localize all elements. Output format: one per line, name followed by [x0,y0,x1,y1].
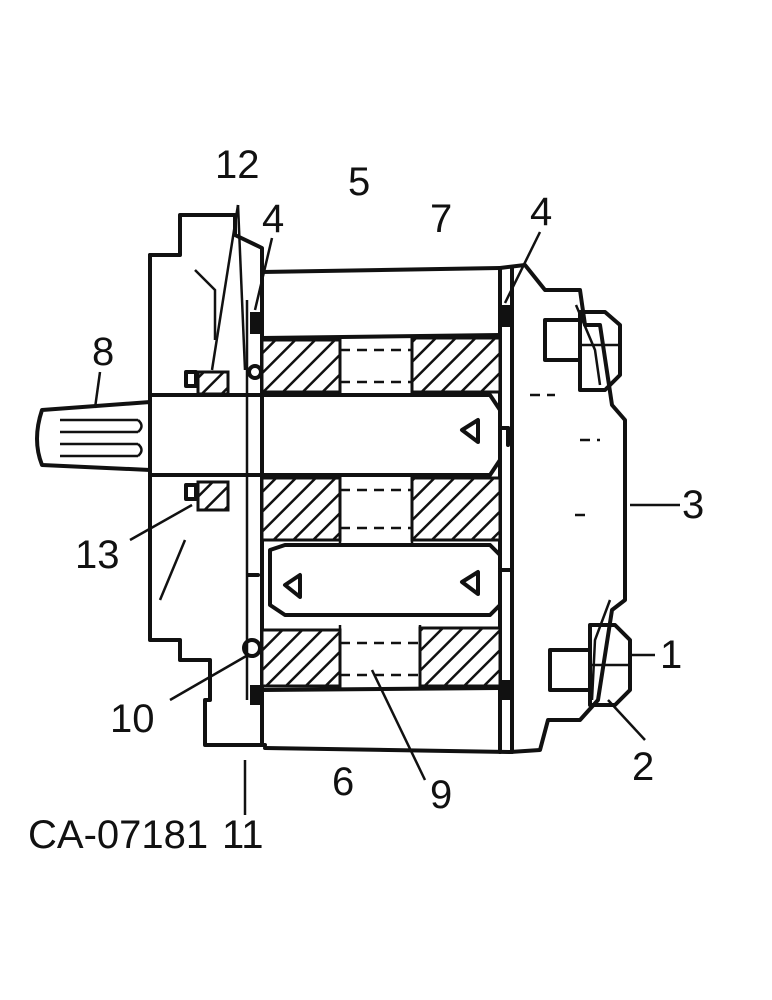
label-4-right: 4 [530,190,552,234]
seals [184,305,512,705]
label-2: 2 [632,745,654,789]
label-8: 8 [92,330,114,374]
leader-lines [93,204,680,815]
label-13: 13 [75,533,120,577]
label-7: 7 [430,197,452,241]
label-11: 11 [222,813,264,857]
label-5: 5 [348,160,370,204]
label-1: 1 [660,633,682,677]
driven-shaft [246,543,514,617]
label-3: 3 [682,483,704,527]
label-10: 10 [110,697,155,741]
label-9: 9 [430,773,452,817]
callout-labels: 12 5 4 7 4 8 3 13 1 10 2 6 9 11 CA-07181 [28,143,704,857]
label-4-left: 4 [262,197,284,241]
label-6: 6 [332,760,354,804]
label-12: 12 [215,143,260,187]
front-housing [148,213,267,747]
drive-shaft [35,393,510,477]
rear-cover [498,263,632,754]
gears-and-bushings [260,336,502,690]
drawing-code: CA-07181 [28,813,208,857]
